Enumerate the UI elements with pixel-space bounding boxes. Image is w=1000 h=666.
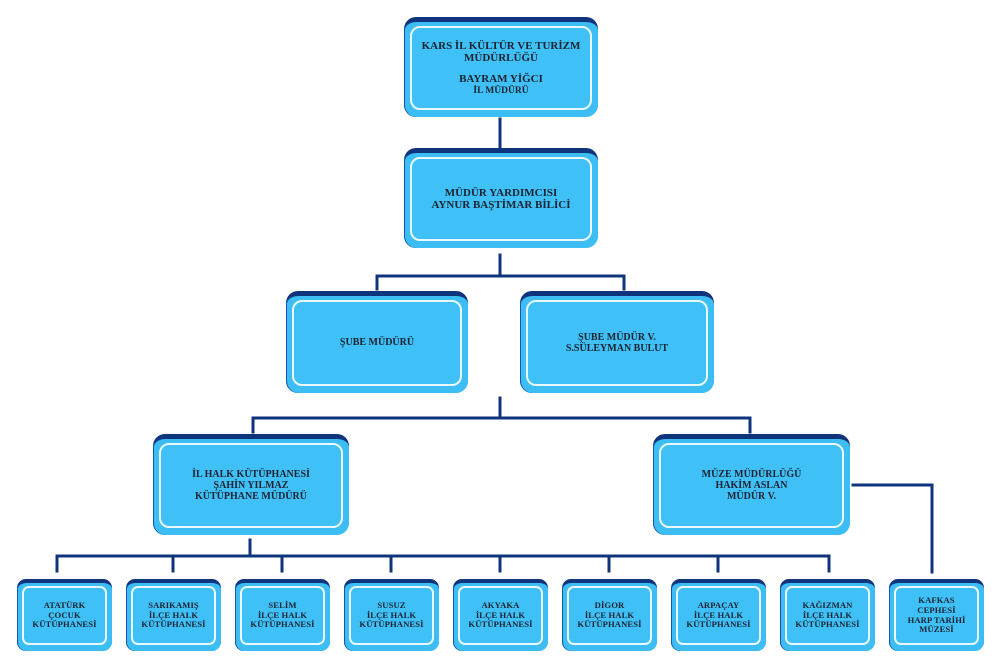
node-line: KÜTÜPHANESİ — [795, 619, 860, 630]
node-museum-directorate: MÜZE MÜDÜRLÜĞÜ HAKİM ASLAN MÜDÜR V. — [653, 435, 850, 535]
node-line: KAFKAS — [918, 595, 955, 606]
node-branch-manager-2: ŞUBE MÜDÜR V. S.SÜLEYMAN BULUT — [520, 292, 714, 393]
node-line: İLÇE HALK — [693, 609, 744, 620]
connector-branch-bus — [375, 274, 626, 291]
node-library: ARPAÇAY İLÇE HALK KÜTÜPHANESİ — [671, 580, 766, 651]
node-line: HAKİM ASLAN — [715, 479, 788, 491]
node-war-history-museum: KAFKAS CEPHESİ HARP TARİHİ MÜZESİ — [889, 580, 984, 651]
node-line: KÜTÜPHANE MÜDÜRÜ — [195, 491, 307, 503]
node-library: AKYAKA İLÇE HALK KÜTÜPHANESİ — [453, 580, 548, 651]
node-line: İLÇE HALK — [366, 609, 417, 620]
node-provincial-library: İL HALK KÜTÜPHANESİ ŞAHİN YILMAZ KÜTÜPHA… — [153, 435, 349, 535]
node-line: MÜDÜR YARDIMCISI — [444, 186, 558, 199]
node-line: CEPHESİ — [917, 604, 956, 615]
node-line: AKYAKA — [481, 600, 520, 611]
node-line: KÜTÜPHANESİ — [141, 619, 206, 630]
connector-unit-bus — [251, 416, 752, 434]
node-library: SELİM İLÇE HALK KÜTÜPHANESİ — [235, 580, 330, 651]
node-line: SUSUZ — [377, 600, 406, 611]
node-line: KÜTÜPHANESİ — [577, 619, 642, 630]
node-library: SARIKAMIŞ İLÇE HALK KÜTÜPHANESİ — [126, 580, 221, 651]
node-line: KAĞIZMAN — [802, 600, 853, 611]
node-library: SUSUZ İLÇE HALK KÜTÜPHANESİ — [344, 580, 439, 651]
node-line: MÜZESİ — [919, 624, 954, 635]
node-line: MÜZE MÜDÜRLÜĞÜ — [701, 468, 802, 480]
node-org-line-2: MÜDÜRLÜĞÜ — [464, 52, 538, 65]
node-line: KÜTÜPHANESİ — [468, 619, 533, 630]
node-line: İLÇE HALK — [475, 609, 526, 620]
node-library: KAĞIZMAN İLÇE HALK KÜTÜPHANESİ — [780, 580, 875, 651]
node-person-title: İL MÜDÜRÜ — [473, 85, 529, 96]
node-org-line-1: KARS İL KÜLTÜR VE TURİZM — [421, 39, 581, 52]
node-line: AYNUR BAŞTİMAR BİLİCİ — [431, 199, 571, 211]
connector-museum-branch — [851, 483, 934, 574]
node-line: S.SÜLEYMAN BULUT — [565, 343, 669, 354]
node-line: KÜTÜPHANESİ — [359, 619, 424, 630]
node-line: MÜDÜR V. — [726, 491, 777, 503]
node-library: ATATÜRK ÇOCUK KÜTÜPHANESİ — [17, 580, 112, 651]
node-deputy-director: MÜDÜR YARDIMCISI AYNUR BAŞTİMAR BİLİCİ — [404, 149, 598, 248]
node-branch-manager-1: ŞUBE MÜDÜRÜ — [286, 292, 468, 393]
node-line: SELİM — [268, 600, 297, 611]
node-line: DİGOR — [594, 600, 625, 611]
node-line: İLÇE HALK — [584, 609, 635, 620]
node-line: KÜTÜPHANESİ — [32, 619, 97, 630]
node-line: HARP TARİHİ — [907, 614, 966, 625]
node-provincial-director: KARS İL KÜLTÜR VE TURİZM MÜDÜRLÜĞÜ BAYRA… — [404, 18, 598, 117]
node-library: DİGOR İLÇE HALK KÜTÜPHANESİ — [562, 580, 657, 651]
node-line: ŞAHİN YILMAZ — [213, 479, 289, 491]
node-person-name: BAYRAM YİĞCI — [459, 73, 543, 86]
node-line: ÇOCUK — [48, 609, 81, 620]
node-line: KÜTÜPHANESİ — [686, 619, 751, 630]
node-line: ŞUBE MÜDÜRÜ — [339, 337, 415, 349]
connector-library-bus — [55, 554, 831, 573]
node-line: ARPAÇAY — [697, 600, 740, 611]
node-line: İLÇE HALK — [257, 609, 308, 620]
node-line: ŞUBE MÜDÜR V. — [578, 331, 656, 343]
node-line: İL HALK KÜTÜPHANESİ — [192, 468, 310, 480]
node-line: İLÇE HALK — [802, 609, 853, 620]
node-line: ATATÜRK — [43, 600, 86, 611]
node-line: KÜTÜPHANESİ — [250, 619, 315, 630]
node-line: İLÇE HALK — [148, 609, 199, 620]
node-line: SARIKAMIŞ — [148, 600, 199, 611]
